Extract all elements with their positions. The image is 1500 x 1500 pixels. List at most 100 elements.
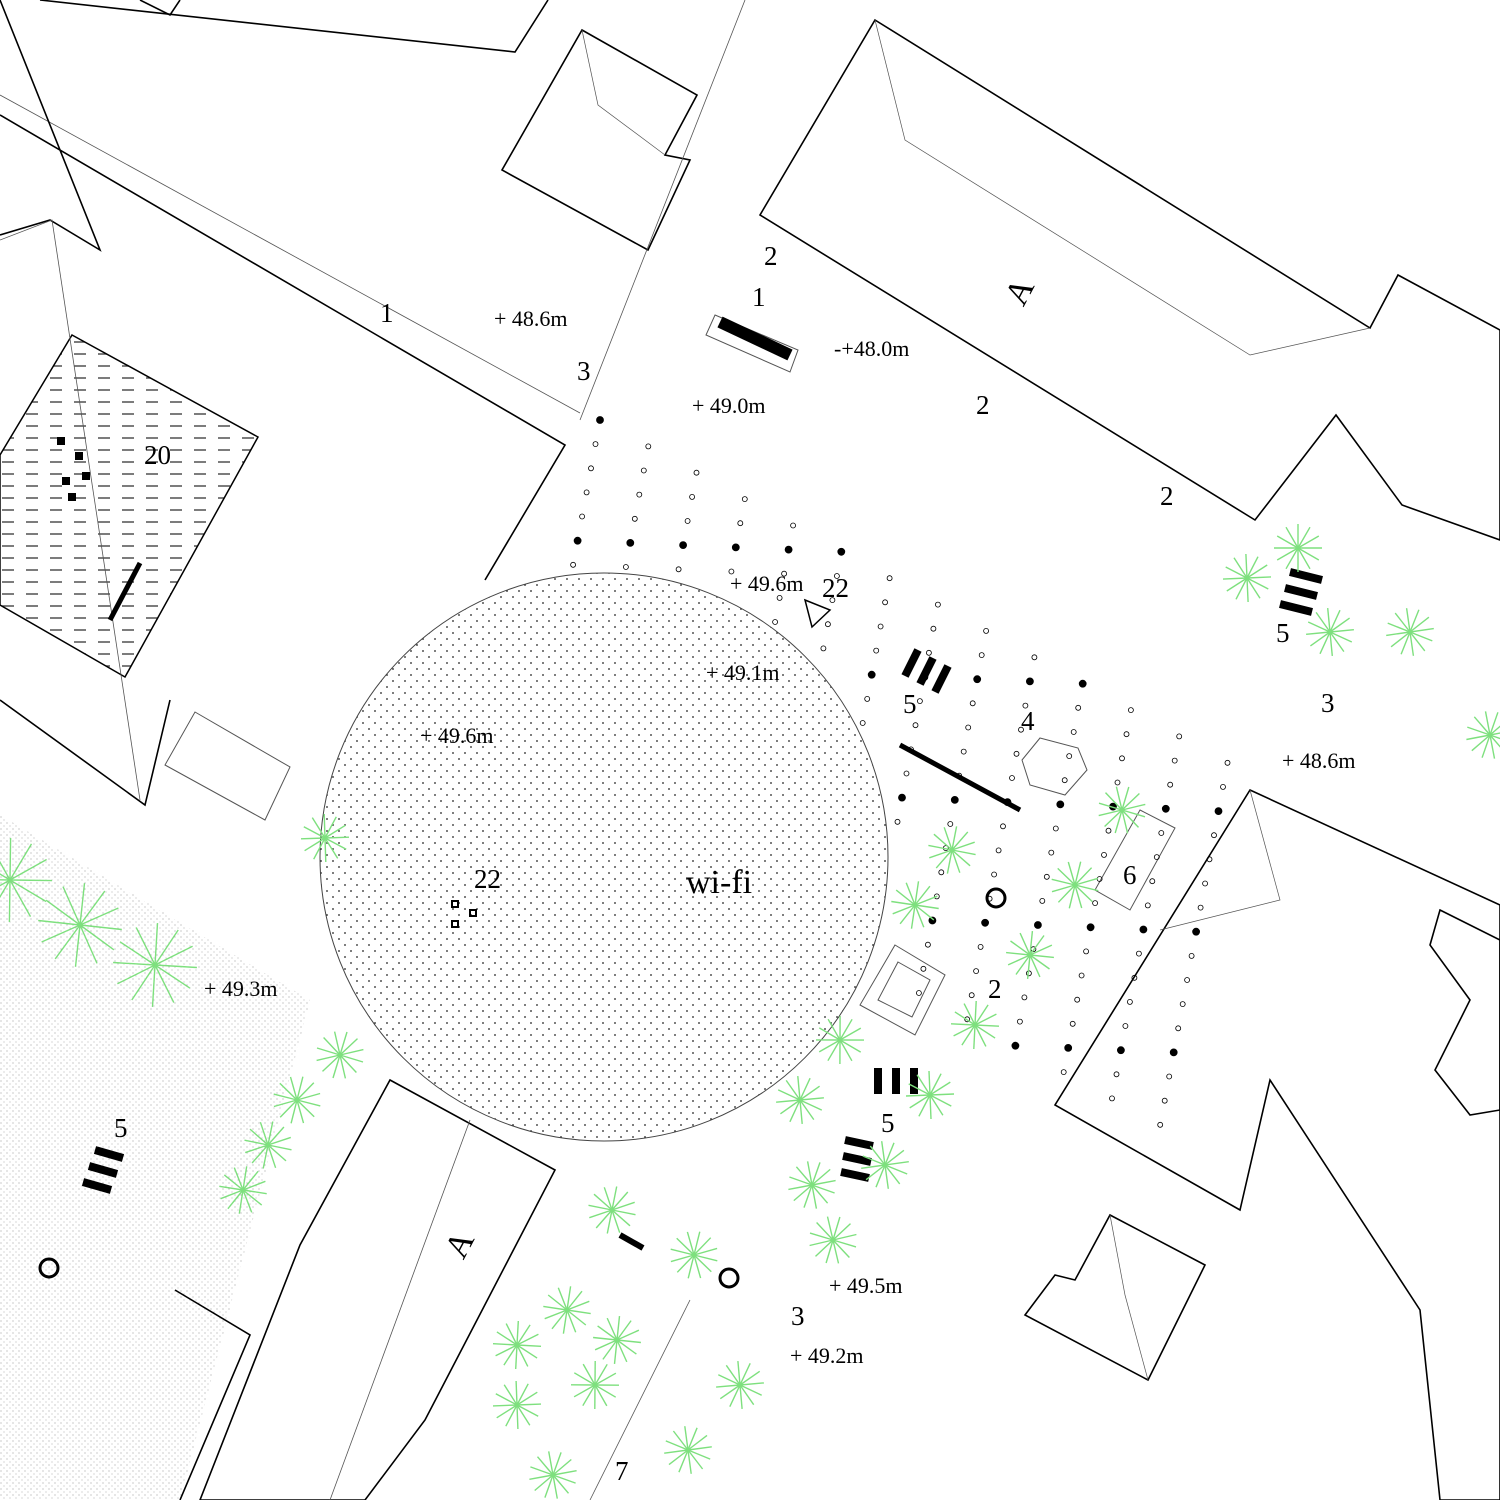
- paving-dot: [1211, 832, 1217, 839]
- lamp-post: [837, 547, 846, 556]
- tree-icon: [588, 1186, 636, 1234]
- paving-dot: [1009, 775, 1015, 781]
- lamp-post: [981, 918, 989, 927]
- label-3: 3: [791, 1301, 805, 1331]
- elevation-label: + 49.6m: [730, 571, 804, 596]
- paving-dot: [689, 493, 695, 500]
- tree-icon: [492, 1380, 542, 1430]
- tree-icon: [492, 1320, 542, 1370]
- label-5: 5: [903, 689, 917, 719]
- lamp-post: [1192, 927, 1200, 936]
- lamp-post: [1086, 923, 1095, 932]
- elevation-label: + 49.0m: [692, 393, 766, 418]
- paving-dot: [917, 698, 923, 704]
- tree-icon: [316, 1031, 364, 1079]
- paving-dot: [1119, 755, 1125, 762]
- lamp-post: [973, 675, 982, 684]
- tree-icon: [950, 1000, 1000, 1050]
- paving-dot: [947, 821, 954, 827]
- paving-dot: [790, 522, 796, 529]
- tree-icon: [300, 813, 350, 863]
- paving-dot: [859, 720, 866, 726]
- lamp-post: [1056, 800, 1065, 809]
- lamp-post: [731, 543, 740, 552]
- bins: [38, 887, 1007, 1289]
- label-20: 20: [144, 440, 171, 470]
- lamp-post: [1214, 807, 1223, 815]
- label-22: 22: [474, 864, 501, 894]
- paving-dot: [1122, 1023, 1129, 1029]
- pool-squares: [57, 437, 90, 501]
- label-1-road: 1: [380, 298, 394, 328]
- paving-dot: [675, 566, 682, 573]
- paving-dot: [776, 595, 783, 601]
- paving-dot: [1161, 1097, 1168, 1104]
- paving-dot: [737, 520, 744, 527]
- paving-dot: [583, 489, 590, 496]
- paving-dot: [1144, 902, 1151, 909]
- label-1: 1: [752, 282, 766, 312]
- paving-dot: [772, 619, 778, 625]
- paving-dot: [882, 599, 888, 606]
- lamp-post: [679, 541, 687, 549]
- paving-dot: [1128, 707, 1134, 713]
- paving-dot: [1220, 784, 1226, 790]
- lamp-post: [1034, 921, 1042, 929]
- paving-dot: [930, 625, 937, 632]
- paving-dot: [1224, 759, 1231, 766]
- paving-dot: [1022, 702, 1029, 709]
- lamp-post: [1117, 1046, 1125, 1055]
- paving-dot: [645, 443, 652, 450]
- paving-dot: [1101, 852, 1107, 858]
- tree-icon: [0, 837, 53, 923]
- tree-icon: [776, 1076, 824, 1124]
- paving-dot: [1031, 654, 1038, 661]
- paving-dot: [1017, 1018, 1023, 1025]
- paving-dot: [1109, 1095, 1115, 1102]
- tree-icon: [815, 1015, 865, 1065]
- paving-dot: [926, 649, 932, 656]
- paving-dot: [1066, 753, 1073, 759]
- paving-dot: [1166, 1073, 1173, 1080]
- wifi-circle-plaza: [319, 572, 889, 1142]
- label-2: 2: [764, 241, 778, 271]
- paving-dot: [1069, 1020, 1076, 1027]
- label-5: 5: [1276, 618, 1290, 648]
- elevation-label: + 49.1m: [706, 660, 780, 685]
- elevation-label: + 49.6m: [420, 723, 494, 748]
- paving-dot: [1113, 1071, 1120, 1078]
- paving-dot: [1131, 974, 1138, 981]
- paving-dot: [1060, 1069, 1067, 1075]
- paving-dot: [991, 871, 997, 878]
- paving-dot: [995, 847, 1002, 854]
- umbrella-icon: [1021, 737, 1088, 796]
- lamp-post: [1078, 679, 1087, 688]
- label-5: 5: [881, 1108, 895, 1138]
- paving-dot: [1197, 904, 1204, 911]
- paving-dot: [1149, 878, 1156, 885]
- tree-icon: [670, 1231, 718, 1279]
- paving-dot: [983, 628, 989, 634]
- paving-dot: [579, 513, 585, 520]
- tree-icon: [788, 1161, 836, 1209]
- paving-dot: [1000, 823, 1006, 830]
- lamp-post: [928, 916, 937, 925]
- tree-icon: [593, 1316, 641, 1364]
- paving-dot: [684, 518, 691, 524]
- paving-dot: [956, 772, 963, 779]
- paving-dot: [1127, 999, 1133, 1005]
- label-6: 6: [1123, 860, 1137, 890]
- tree-icon: [570, 1360, 620, 1410]
- paving-dot: [1092, 900, 1098, 906]
- paving-dot: [1171, 757, 1178, 764]
- paving-dot: [908, 746, 914, 753]
- sand-area: [0, 815, 310, 1500]
- label-3: 3: [1321, 688, 1335, 718]
- paving-dot: [894, 818, 901, 825]
- trees: [0, 524, 1500, 1499]
- tree-icon: [543, 1286, 591, 1334]
- paving-dot: [1070, 729, 1077, 735]
- tree-icon: [1306, 608, 1354, 656]
- tree-icon: [38, 883, 122, 967]
